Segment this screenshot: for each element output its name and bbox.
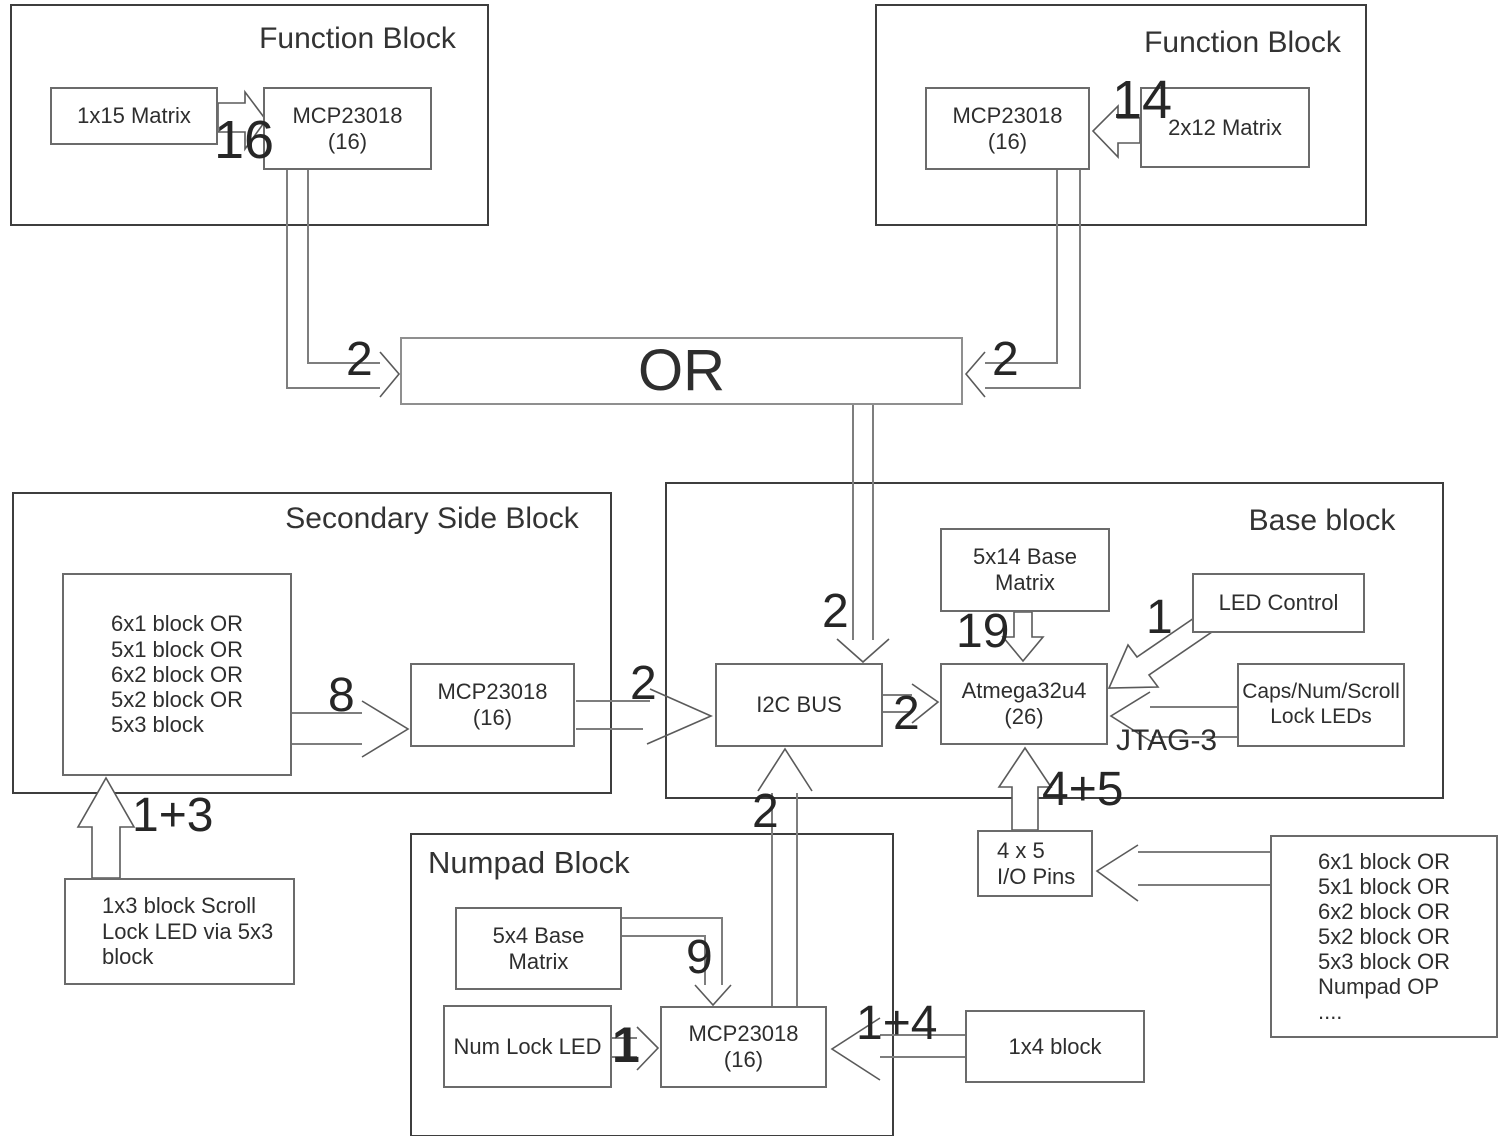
mcp23018-left-box: MCP23018 (16) (263, 87, 432, 170)
secondary-side-block-title: Secondary Side Block (285, 502, 579, 535)
arrow-1x15-to-mcp (217, 89, 267, 152)
count-19-label: 19 (956, 605, 1010, 658)
matrix-1x15-box: 1x15 Matrix (50, 87, 218, 145)
wire-secondary-to-i2c (576, 700, 650, 730)
function-block-right-title: Function Block (1144, 26, 1341, 59)
arrowhead-secondary-mcp (361, 700, 410, 758)
count-2-or-left-label: 2 (346, 333, 373, 386)
wire-numlock-to-mcp (612, 1037, 637, 1058)
led-control-box: LED Control (1192, 573, 1365, 633)
io-pins-4x5-box: 4 x 5 I/O Pins (977, 830, 1093, 897)
arrow-scrolllock-to-options (76, 776, 136, 879)
count-1-led-label: 1 (1146, 591, 1173, 644)
atmega32u4-box: Atmega32u4 (26) (940, 663, 1108, 745)
numpad-mcp23018-box: MCP23018 (16) (660, 1006, 827, 1088)
count-2-i2c-mcu-label: 2 (893, 687, 920, 740)
arrowhead-mcu-right (1109, 691, 1153, 743)
function-block-right (875, 4, 1367, 226)
block-1x4-box: 1x4 block (965, 1010, 1145, 1083)
count-9-label: 9 (686, 931, 713, 984)
wire-numpad-to-i2c (771, 793, 798, 1006)
arrowhead-i2c-top (836, 638, 890, 664)
wire-or-to-i2c (852, 405, 874, 640)
arrow-2x12-to-mcp (1091, 104, 1141, 159)
arrowhead-numpadmcp-top (694, 984, 732, 1007)
base-block-title: Base block (1248, 504, 1396, 537)
arrowhead-numpadmcp-right (830, 1017, 881, 1081)
count-1-numlock-label: 1 (612, 1017, 640, 1073)
count-16-label: 16 (214, 110, 275, 170)
numpad-block-title: Numpad Block (428, 845, 630, 880)
count-14-label: 14 (1112, 70, 1173, 130)
count-1plus3-label: 1+3 (132, 789, 214, 842)
wire-i2c-to-mcu (883, 694, 912, 713)
count-2-or-down-label: 2 (822, 585, 849, 638)
arrowhead-mcu-left (911, 683, 940, 724)
wire-fbright-to-or (985, 170, 1081, 389)
arrowhead-or-right (964, 351, 986, 398)
num-lock-led-box: Num Lock LED (443, 1005, 612, 1088)
arrowhead-i2c-left (646, 688, 713, 745)
wire-1x4-to-mcp (880, 1034, 965, 1058)
count-1plus4-label: 1+4 (856, 997, 938, 1050)
count-2-secondary-label: 2 (630, 657, 657, 710)
arrowhead-iopins-right (1095, 844, 1139, 902)
i2c-bus-box: I2C BUS (715, 663, 883, 747)
wire-capsleds-to-mcu (1150, 706, 1237, 738)
arrowhead-i2c-bottom (757, 747, 813, 792)
arrow-iopins-to-mcu (997, 746, 1053, 831)
io-options-box: 6x1 block OR 5x1 block OR 6x2 block OR 5… (1270, 835, 1498, 1038)
count-2-or-right-label: 2 (992, 333, 1019, 386)
base-matrix-5x14-box: 5x14 Base Matrix (940, 528, 1110, 612)
count-2-numpad-bus-label: 2 (752, 785, 779, 838)
count-8-label: 8 (328, 669, 355, 722)
caps-num-scroll-leds-box: Caps/Num/Scroll Lock LEDs (1237, 663, 1405, 747)
wire-5x4-to-mcp (622, 917, 723, 985)
jtag-label: JTAG-3 (1116, 724, 1218, 757)
secondary-mcp23018-box: MCP23018 (16) (410, 663, 575, 747)
mcp23018-right-box: MCP23018 (16) (925, 87, 1090, 170)
wire-options-to-iopins (1138, 851, 1270, 886)
arrow-5x14-to-mcu (1001, 611, 1045, 663)
or-gate-box: OR (400, 337, 963, 405)
arrowhead-or-left (379, 351, 401, 398)
wire-fbleft-to-or (286, 170, 380, 389)
secondary-side-block (12, 492, 612, 794)
scroll-lock-led-box: 1x3 block Scroll Lock LED via 5x3 block (64, 878, 295, 985)
secondary-options-box: 6x1 block OR 5x1 block OR 6x2 block OR 5… (62, 573, 292, 776)
function-block-left-title: Function Block (259, 22, 456, 55)
count-4plus5-label: 4+5 (1042, 763, 1124, 816)
function-block-left (10, 4, 489, 226)
wire-options-to-mcp (292, 712, 362, 745)
matrix-2x12-box: 2x12 Matrix (1140, 87, 1310, 168)
arrowhead-numpadmcp-left (636, 1026, 660, 1071)
base-block (665, 482, 1444, 799)
numpad-matrix-5x4-box: 5x4 Base Matrix (455, 907, 622, 990)
